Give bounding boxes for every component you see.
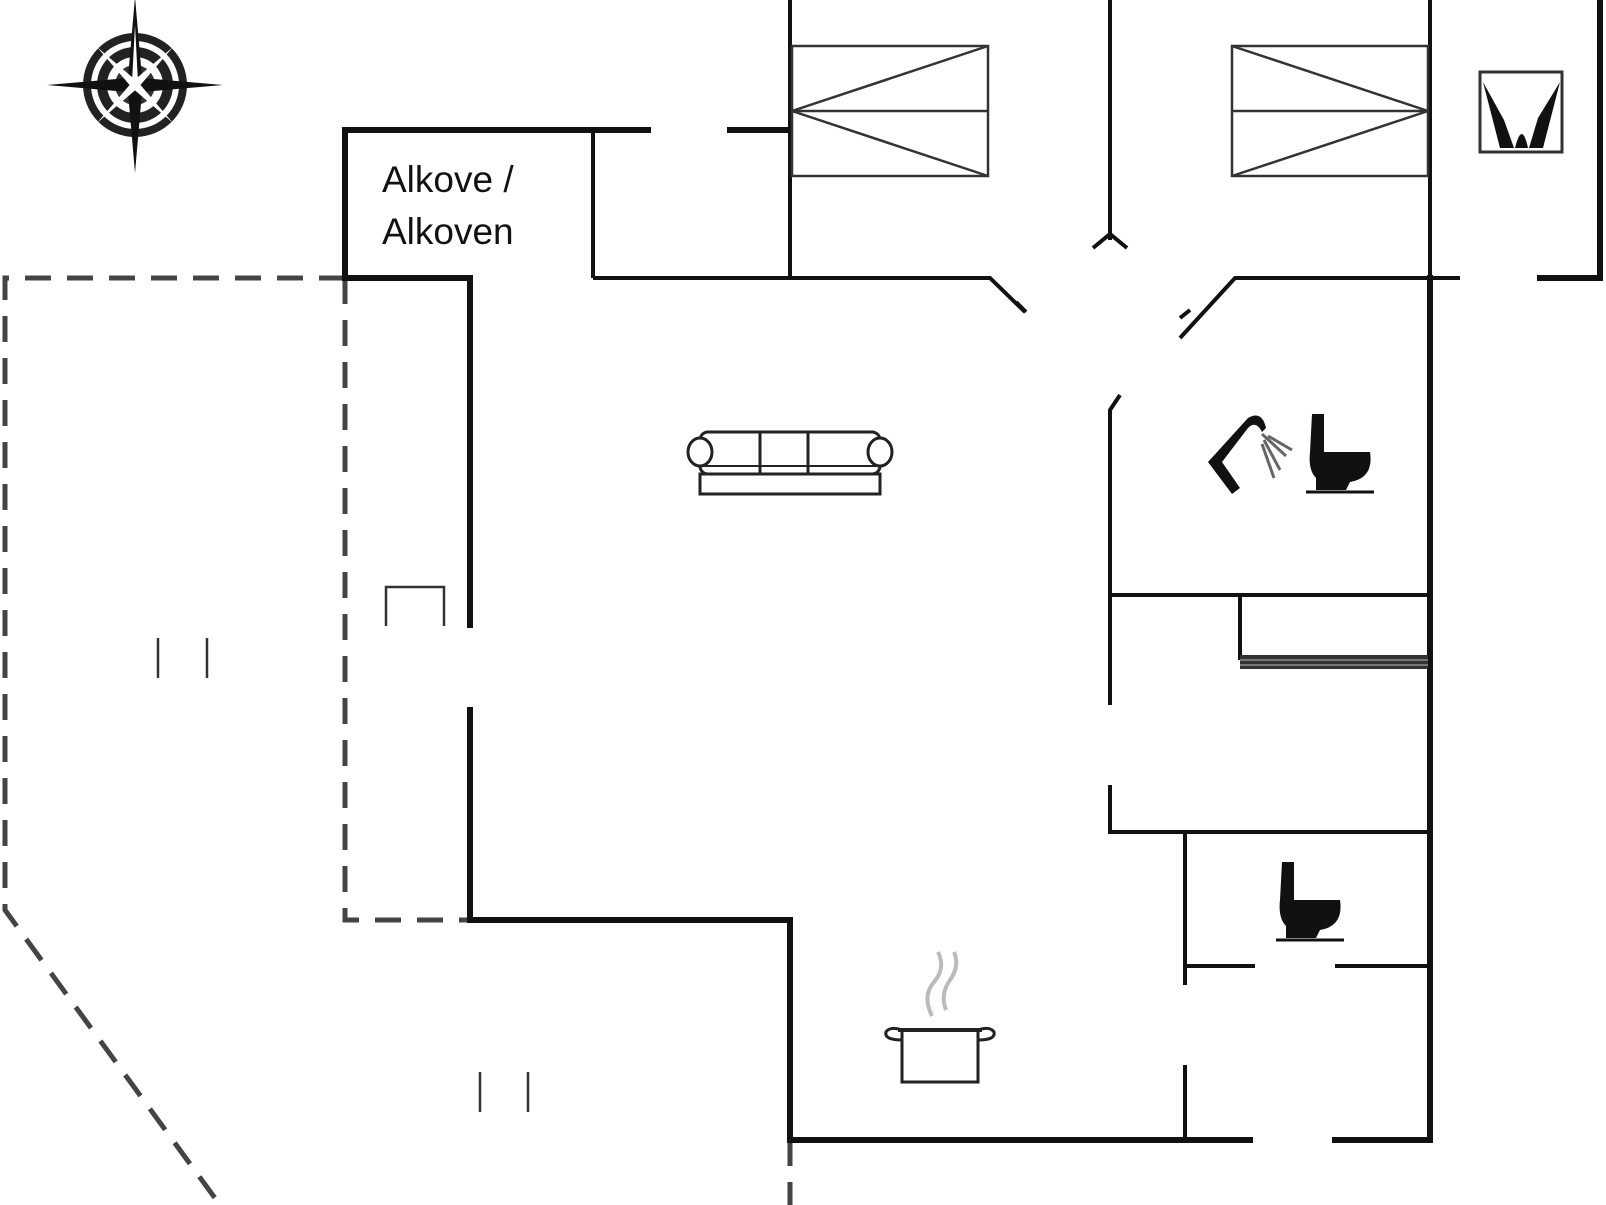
terrace-chair-icon <box>156 638 209 678</box>
room-label-line-1: Alkove / <box>382 159 514 200</box>
toilet-icon <box>1306 414 1374 494</box>
bedroom-2-walls <box>1178 0 1460 340</box>
bathroom-walls <box>1108 393 1430 834</box>
compass-rose-icon <box>47 0 223 173</box>
cabinet-icon <box>384 585 446 626</box>
sofa-icon <box>686 430 894 496</box>
toilet-icon <box>1276 862 1344 942</box>
room-label-alkove: Alkove / Alkoven <box>382 154 514 258</box>
alcove-walls <box>342 127 793 281</box>
outer-wall-right-top <box>1537 0 1603 281</box>
living-area-walls <box>342 275 1433 1143</box>
terrace-chair-icon <box>478 1072 530 1112</box>
room-label-line-2: Alkoven <box>382 211 514 252</box>
fireplace-icon <box>1478 70 1564 154</box>
bed-icon <box>790 44 990 178</box>
wc-walls <box>1183 834 1430 1140</box>
shelf-icon <box>1240 655 1428 669</box>
bedroom-1-walls <box>593 0 1028 314</box>
shower-icon <box>1208 415 1293 494</box>
terrace-outline <box>2 275 793 1205</box>
bed-icon <box>1230 44 1430 178</box>
corridor-divider <box>1091 0 1129 250</box>
cooking-pot-icon <box>884 951 996 1084</box>
